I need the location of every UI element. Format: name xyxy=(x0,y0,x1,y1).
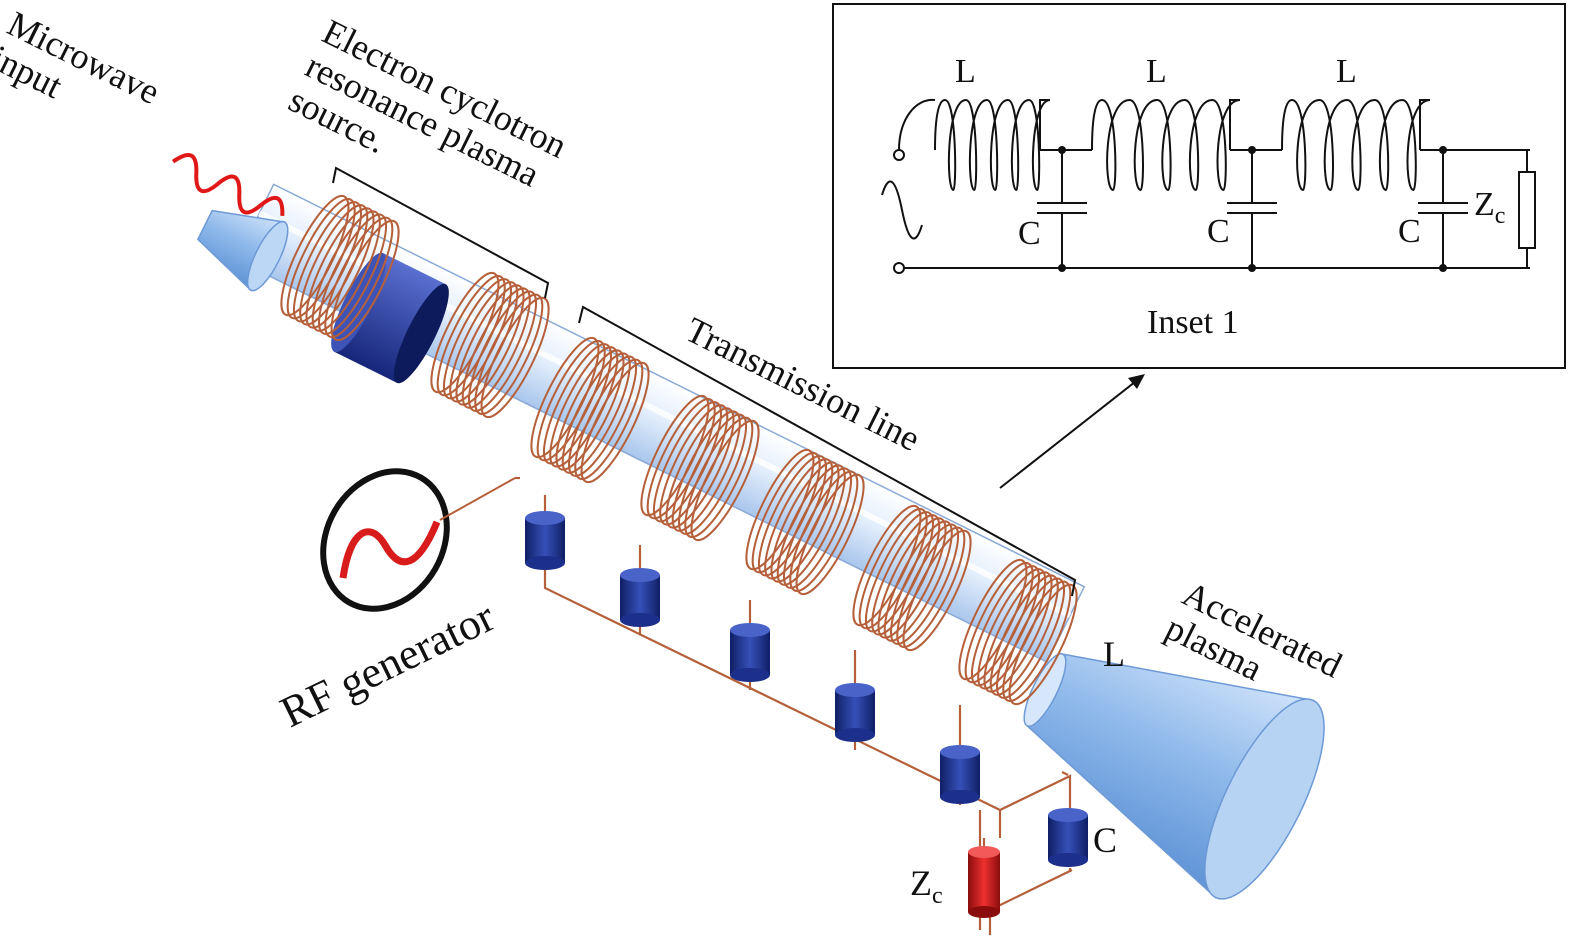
coil-3 xyxy=(530,336,650,484)
capacitor-3 xyxy=(730,623,770,682)
coil-l-label: L xyxy=(1103,634,1125,674)
capacitor-5 xyxy=(940,745,980,804)
rf-generator-label: RF generator xyxy=(273,592,502,737)
zc-load-resistor xyxy=(968,838,1000,918)
microwave-input-label: Microwave input xyxy=(0,3,174,150)
inset-inductor-label-1: L xyxy=(955,53,976,90)
inset-inductor-label-2: L xyxy=(1146,53,1167,90)
ac-source-icon xyxy=(881,180,923,240)
inset-inductor-1 xyxy=(934,98,1051,192)
accelerated-plasma-cone xyxy=(1023,653,1325,900)
inset-1-circuit: L L L C C C Zc Inset 1 xyxy=(832,3,1566,369)
rf-generator-icon xyxy=(320,468,516,612)
microwave-wave xyxy=(171,152,285,216)
inset-inductor-label-3: L xyxy=(1336,53,1357,90)
capacitor-6 xyxy=(1048,808,1088,867)
capacitor-4 xyxy=(835,683,875,742)
inset-capacitor-label-1: C xyxy=(1018,215,1041,252)
coil-5 xyxy=(745,448,865,596)
capacitor-2 xyxy=(620,568,660,627)
inset-pointer-arrow xyxy=(999,374,1145,489)
coil-1 xyxy=(280,194,400,342)
coil-2 xyxy=(430,271,550,419)
microwave-input-cone xyxy=(196,209,289,292)
coil-6 xyxy=(852,504,972,652)
inset-capacitor-label-2: C xyxy=(1207,213,1230,250)
zc-label: Zc xyxy=(910,863,943,909)
coil-4 xyxy=(640,394,760,542)
ecr-bracket xyxy=(332,166,550,299)
inset-inductor-2 xyxy=(1091,98,1241,192)
transmission-bracket xyxy=(578,305,1077,597)
inset-load-label: Zc xyxy=(1474,186,1505,229)
capacitor-c-label: C xyxy=(1093,820,1117,860)
inset-title: Inset 1 xyxy=(1147,304,1239,341)
magnetic-coils xyxy=(280,194,1078,706)
coil-7 xyxy=(958,558,1078,706)
capacitors xyxy=(525,511,1088,867)
capacitor-1 xyxy=(525,511,565,570)
ecr-sleeve xyxy=(331,252,449,384)
inset-inductor-3 xyxy=(1281,98,1431,192)
inset-capacitor-label-3: C xyxy=(1398,213,1421,250)
